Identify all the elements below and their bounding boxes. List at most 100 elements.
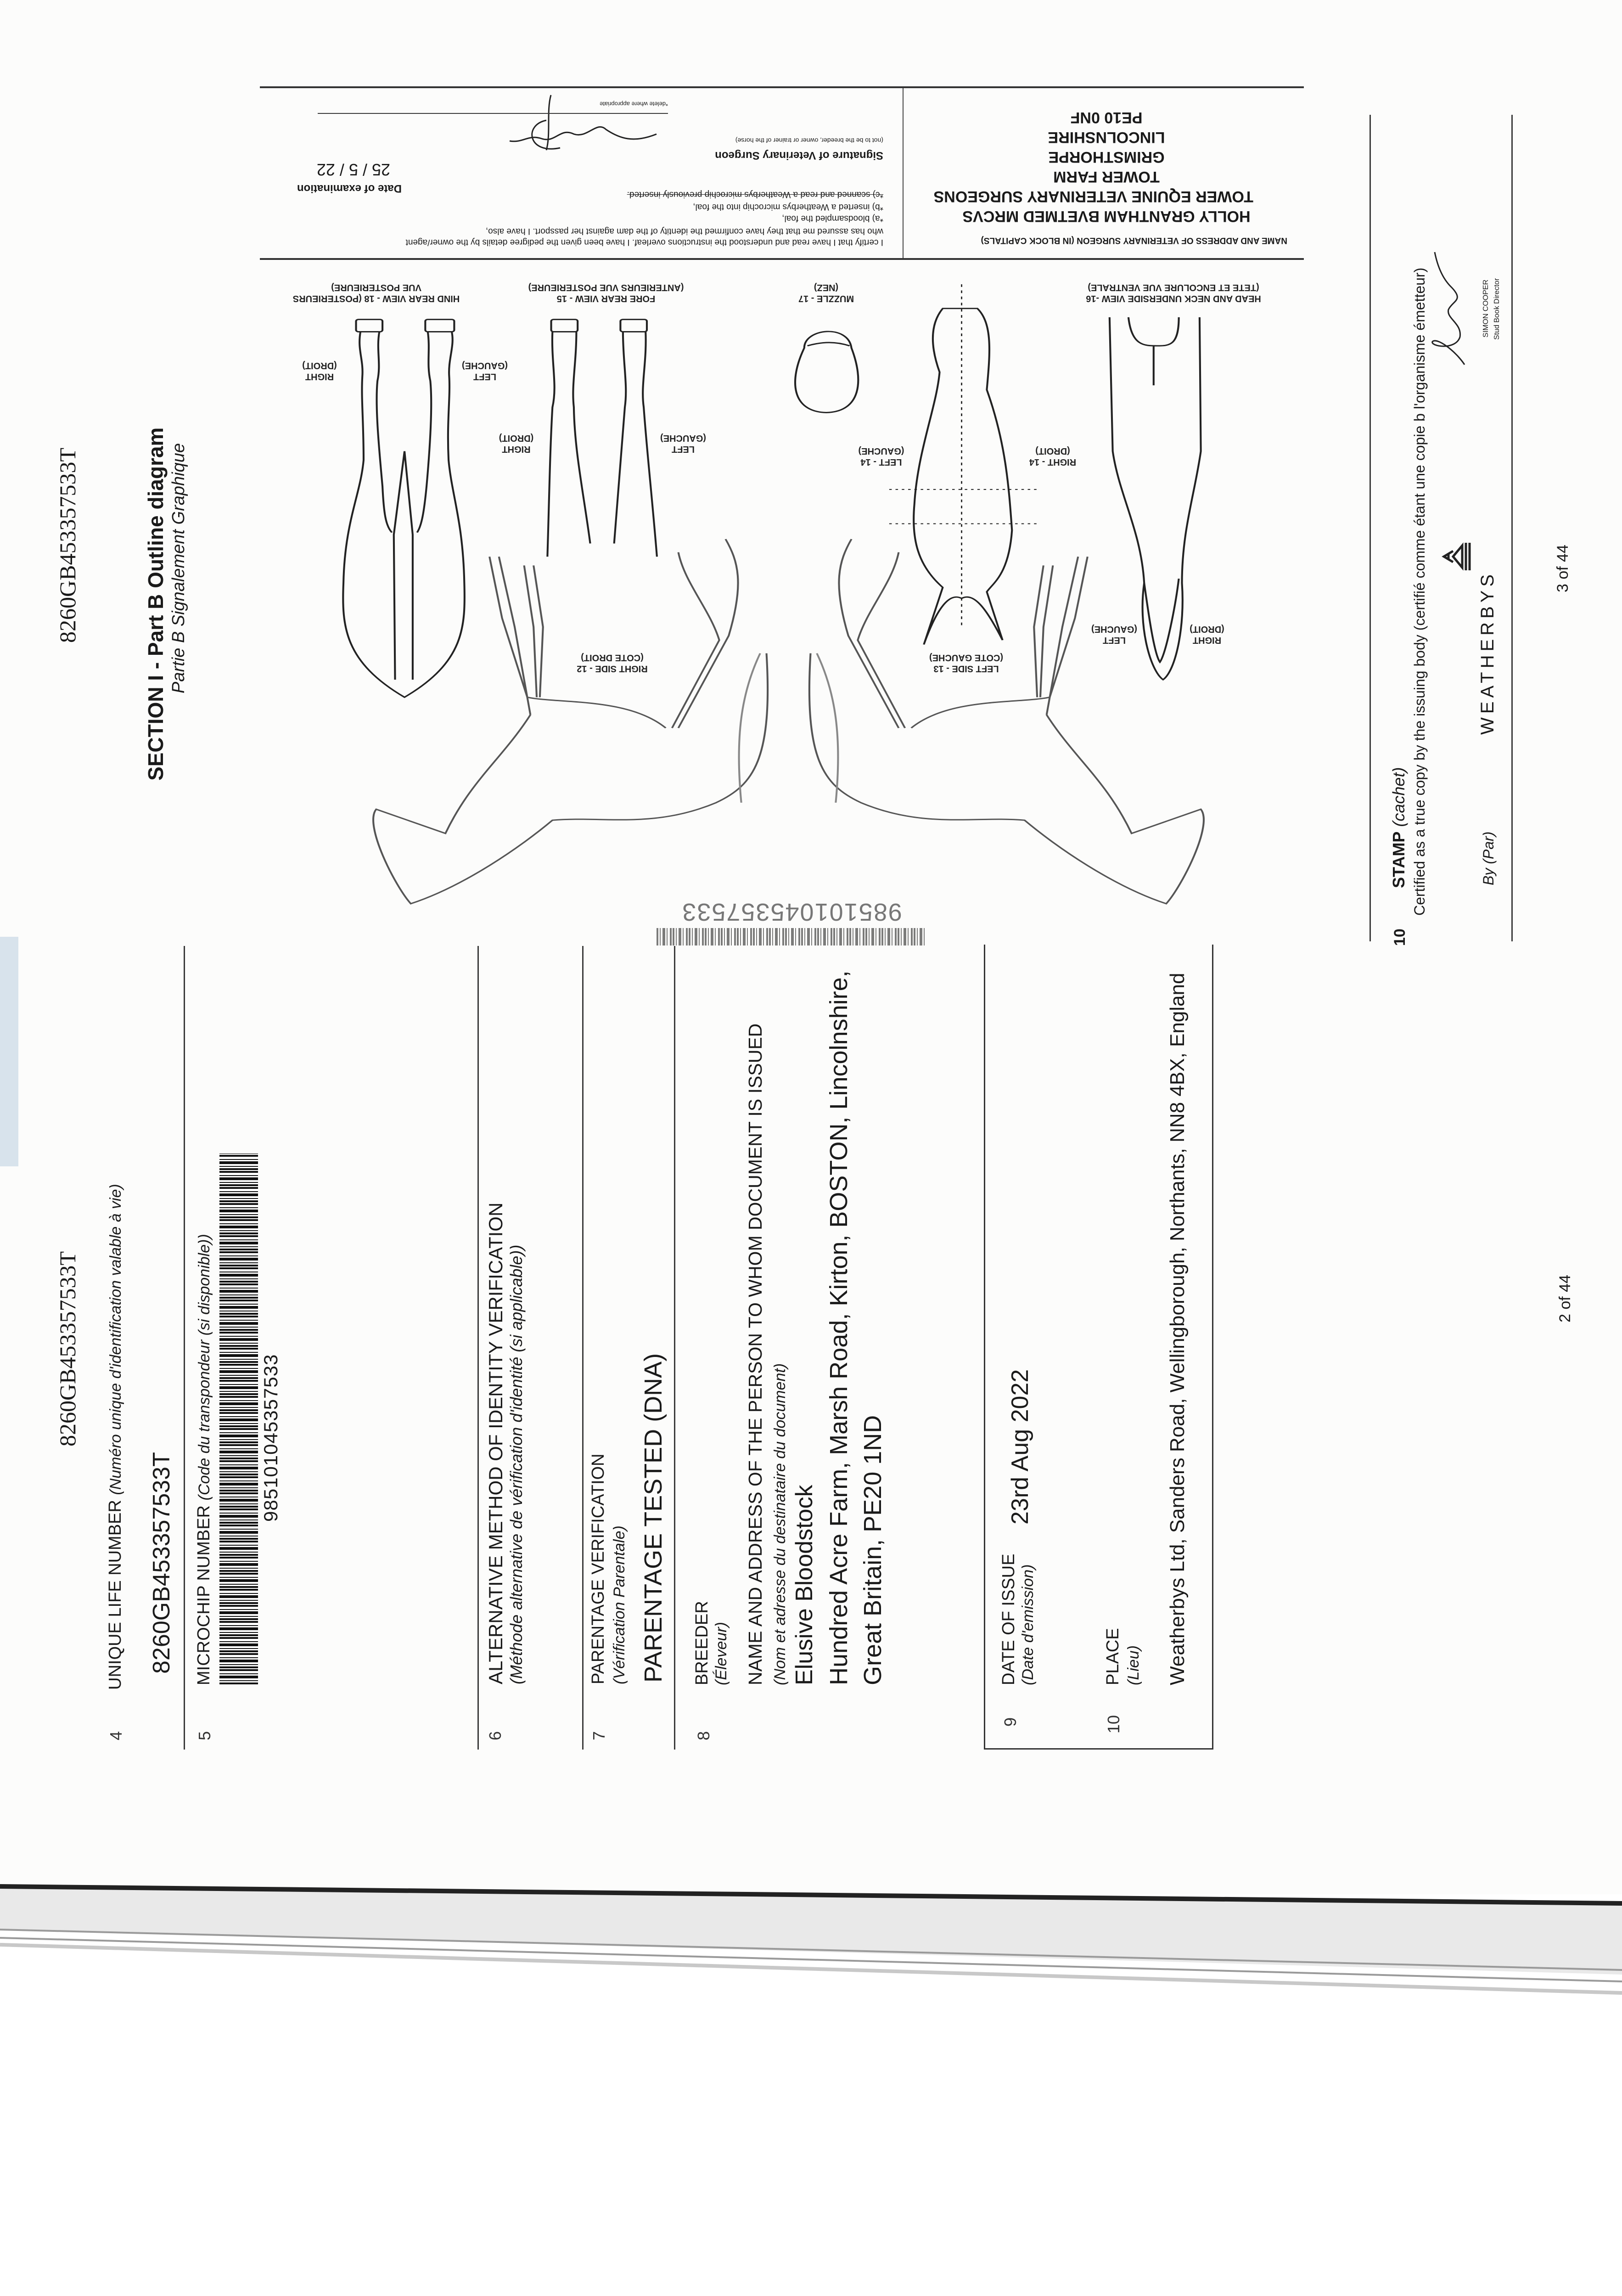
vet-address-line: HOLLY GRANTHAM BVETMED MRCVS: [962, 208, 1251, 225]
item8-number: 8: [694, 1731, 713, 1740]
vet-box-divider: [903, 88, 904, 258]
item7-number: 7: [589, 1731, 608, 1740]
certification-line: I certify that I have read and understoo…: [405, 237, 883, 247]
divider: [1369, 115, 1371, 941]
scan-page-edge: [0, 1884, 1622, 1995]
divider: [582, 946, 584, 1750]
breeder-address-line2: Great Britain, PE20 1ND: [859, 1415, 887, 1685]
item4-number: 4: [107, 1731, 125, 1740]
label-head-right-14: RIGHT - 14(DROIT): [1027, 445, 1078, 467]
stamp-by: By (Par): [1480, 831, 1497, 885]
vet-address-line: GRIMSTHORPE: [1048, 148, 1165, 166]
page3-header-id: 8260GB453357533T: [55, 448, 80, 643]
date-of-examination-value: 25 / 5 / 22: [316, 160, 390, 179]
page-number: 3 of 44: [1554, 545, 1571, 592]
label-line: LEFT: [672, 444, 695, 454]
label-fore-right: RIGHT(DROIT): [496, 433, 537, 455]
label-line: (DROIT): [302, 360, 337, 371]
label-line: VUE POSTERIEURE): [331, 282, 421, 293]
label-line: (COTE GAUCHE): [929, 653, 1004, 663]
item5-number: 5: [195, 1731, 214, 1740]
item7-label: PARENTAGE VERIFICATION: [589, 1453, 608, 1685]
weatherbys-logo-text: WEATHERBYS: [1477, 570, 1498, 735]
label-line: (COTE DROIT): [581, 653, 644, 663]
item8-sublabel: NAME AND ADDRESS OF THE PERSON TO WHOM D…: [745, 1023, 766, 1685]
vet-address-line: TOWER FARM: [1053, 168, 1160, 186]
unique-life-number: 8260GB453357533T: [148, 1452, 175, 1674]
label-line: HEAD AND NECK UNDERSIDE VIEW -16: [1086, 293, 1261, 304]
label-line: (GAUCHE): [660, 433, 706, 443]
label-head-left-14: LEFT - 14(GAUCHE): [854, 445, 908, 467]
signature-note: (not to be the breeder, owner or trainer…: [735, 137, 883, 144]
breeder-name: Elusive Bloodstock: [791, 1485, 818, 1685]
item5-label: MICROCHIP NUMBER (Code du transpondeur (…: [194, 1234, 214, 1685]
diagram-microchip-barcode: [657, 928, 925, 945]
label-line: (TETE ET ENCOLURE VUE VENTRALE): [1088, 282, 1259, 293]
date-of-issue: 23rd Aug 2022: [1007, 1369, 1033, 1525]
item6-number: 6: [486, 1731, 505, 1740]
horse-left-side-drawing: [808, 539, 1205, 905]
label-line: HIND REAR VIEW - 18 (POSTERIEURS: [292, 293, 460, 304]
label-line: (DROIT): [1035, 446, 1070, 456]
label-fore-left: LEFT(GAUCHE): [657, 433, 710, 455]
scan-edge-strip: [0, 937, 18, 1166]
fore-rear-view-drawing: [546, 319, 658, 557]
label-line: RIGHT - 14: [1029, 457, 1077, 467]
label-line: (NEZ): [814, 282, 839, 293]
item4-label: UNIQUE LIFE NUMBER (Numéro unique d'iden…: [106, 1184, 125, 1690]
label-line: MUZZLE - 17: [798, 293, 854, 304]
label-line: (GAUCHE): [462, 360, 508, 371]
item4-label-fr: (Numéro unique d'identification valable …: [107, 1184, 124, 1495]
item8-label-fr: (Éleveur): [713, 1622, 730, 1685]
signatory-name: SIMON COOPER: [1482, 279, 1490, 338]
breeder-address-line1: Hundred Acre Farm, Marsh Road, Kirton, B…: [825, 970, 853, 1685]
stamp-label-fr: (cachet): [1389, 767, 1408, 827]
vet-certification-box: NAME AND ADDRESS OF VETERINARY SURGEON (…: [260, 86, 1304, 260]
label-left-side: LEFT SIDE - 13(COTE GAUCHE): [917, 652, 1015, 674]
item9-number: 9: [1001, 1717, 1020, 1727]
section-title: SECTION I - Part B Outline diagram: [144, 427, 168, 781]
section-subtitle: Partie B Signalement Graphique: [169, 443, 188, 693]
certification-option-c: *c) scanned and read a Weatherbys microc…: [627, 190, 883, 199]
label-line: (GAUCHE): [1091, 624, 1137, 634]
label-line: LEFT: [1103, 635, 1126, 645]
label-line: RIGHT: [502, 444, 531, 454]
label-head-neck: HEAD AND NECK UNDERSIDE VIEW -16(TETE ET…: [1075, 282, 1272, 304]
weatherbys-crest-icon: [1439, 539, 1472, 574]
rotated-pages: 8260GB453357533T 4 UNIQUE LIFE NUMBER (N…: [55, 115, 1574, 1750]
label-neck-left: LEFT(GAUCHE): [1088, 624, 1141, 646]
label-line: LEFT SIDE - 13: [933, 664, 999, 674]
label-line: LEFT - 14: [860, 457, 902, 467]
label-muzzle: MUZZLE - 17(NEZ): [795, 282, 858, 304]
microchip-barcode: [219, 1154, 258, 1684]
label-line: (DROIT): [1190, 624, 1224, 634]
label-fore-rear-view: FORE REAR VIEW - 15(ANTERIEURS VUE POSTE…: [518, 282, 694, 304]
muzzle-drawing: [794, 331, 859, 413]
parentage-value: PARENTAGE TESTED (DNA): [640, 1353, 667, 1683]
item7-label-fr: (Vérification Parentale): [611, 1525, 628, 1684]
stamp-signature: [1428, 250, 1474, 369]
vet-address-line: TOWER EQUINE VETERINARY SURGEONS: [933, 188, 1253, 205]
outline-diagram: [342, 284, 1205, 905]
vet-address-line: LINCOLNSHIRE: [1048, 129, 1165, 146]
item5-label-en: MICROCHIP NUMBER: [194, 1505, 213, 1685]
head-top-view-drawing: [889, 284, 1038, 645]
item6-label: ALTERNATIVE METHOD OF IDENTITY VERIFICAT…: [485, 1202, 506, 1684]
item6-label-fr: (Méthode alternative de vérification d'i…: [507, 1244, 526, 1684]
item10-label-fr: (Lieu): [1125, 1645, 1142, 1685]
microchip-number: 985101045357533: [260, 1354, 281, 1522]
signature-label: Signature of Veterinary Surgeon: [715, 149, 883, 162]
item10-label: PLACE: [1103, 1628, 1122, 1685]
label-hind-right: RIGHT(DROIT): [301, 360, 338, 382]
label-neck-right: RIGHT(DROIT): [1188, 624, 1226, 646]
delete-note: *delete where appropriate: [600, 101, 668, 107]
label-line: (GAUCHE): [858, 446, 904, 456]
vet-address: HOLLY GRANTHAM BVETMED MRCVS TOWER EQUIN…: [933, 107, 1253, 226]
certification-line: who has assured me that they have confir…: [485, 226, 883, 236]
diagram-microchip-digits: 985101045357533: [681, 898, 902, 926]
certification-option-a: *a) bloodsampled the foal,: [782, 214, 883, 223]
label-right-side: RIGHT SIDE - 12(COTE DROIT): [565, 652, 659, 674]
item9-label-fr: (Date d'emission): [1019, 1564, 1037, 1685]
label-line: LEFT: [473, 371, 496, 382]
